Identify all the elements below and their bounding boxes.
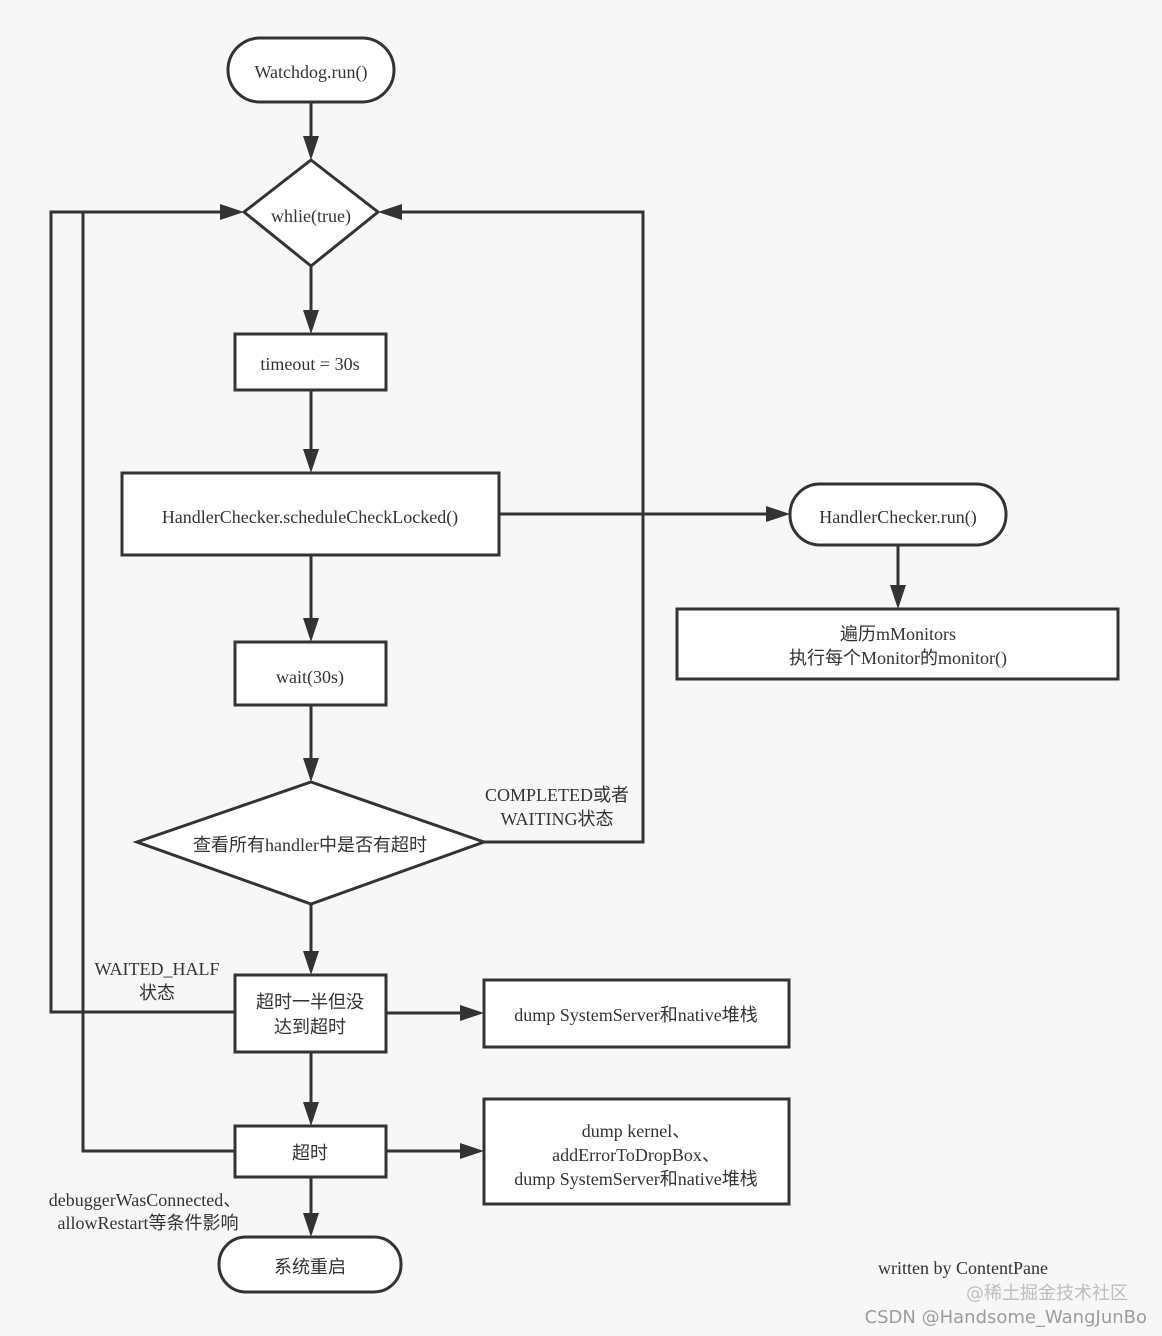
node-timeout: timeout = 30s bbox=[233, 332, 388, 392]
arrowheads bbox=[220, 136, 906, 1237]
node-label: 超时一半但没 bbox=[256, 992, 364, 1012]
node-label: 达到超时 bbox=[274, 1017, 346, 1037]
edge-half-loop bbox=[49, 210, 235, 1014]
arrowhead bbox=[890, 585, 906, 609]
arrowhead bbox=[303, 951, 319, 975]
edge-label-debugger: debuggerWasConnected、 allowRestart等条件影响 bbox=[49, 1190, 242, 1233]
node-label: 超时 bbox=[292, 1143, 328, 1163]
arrowhead bbox=[303, 1213, 319, 1237]
node-label: dump SystemServer和native堆栈 bbox=[514, 1169, 757, 1189]
node-wait: wait(30s) bbox=[233, 640, 388, 707]
edge-label: COMPLETED或者 bbox=[485, 785, 629, 805]
edge-label: debuggerWasConnected、 bbox=[49, 1190, 242, 1210]
edge-label: allowRestart等条件影响 bbox=[58, 1213, 239, 1233]
arrowhead bbox=[766, 506, 790, 522]
arrowhead bbox=[303, 310, 319, 334]
node-timeout-reached: 超时 bbox=[233, 1124, 388, 1179]
node-label: 执行每个Monitor的monitor() bbox=[789, 648, 1007, 669]
node-label: whlie(true) bbox=[271, 206, 351, 227]
node-label: wait(30s) bbox=[276, 667, 344, 688]
node-check-timeout: 查看所有handler中是否有超时 bbox=[132, 780, 489, 906]
node-label: dump kernel、 bbox=[582, 1121, 690, 1141]
node-dump-kernel: dump kernel、 addErrorToDropBox、 dump Sys… bbox=[482, 1097, 791, 1206]
edge-label-completed: COMPLETED或者 WAITING状态 bbox=[485, 785, 629, 829]
node-label: dump SystemServer和native堆栈 bbox=[514, 1005, 757, 1025]
edge-label: WAITING状态 bbox=[501, 809, 614, 829]
arrowhead bbox=[303, 136, 319, 160]
edge-check-completed-loop bbox=[396, 210, 645, 844]
node-monitors: 遍历mMonitors 执行每个Monitor的monitor() bbox=[675, 607, 1120, 681]
node-label: 查看所有handler中是否有超时 bbox=[193, 835, 427, 855]
node-label: HandlerChecker.scheduleCheckLocked() bbox=[162, 507, 458, 528]
node-half-timeout: 超时一半但没 达到超时 bbox=[233, 973, 388, 1054]
juejin-watermark: @稀土掘金技术社区 bbox=[966, 1283, 1128, 1304]
node-dump-systemserver: dump SystemServer和native堆栈 bbox=[482, 978, 791, 1049]
node-label: timeout = 30s bbox=[260, 354, 359, 374]
node-label: addErrorToDropBox、 bbox=[552, 1145, 720, 1165]
edge-label: WAITED_HALF bbox=[95, 959, 220, 979]
arrowhead bbox=[378, 204, 402, 220]
arrowhead bbox=[460, 1143, 484, 1159]
arrowhead bbox=[303, 449, 319, 473]
arrowhead bbox=[303, 1102, 319, 1126]
node-label: 系统重启 bbox=[274, 1257, 346, 1277]
arrowhead bbox=[220, 204, 244, 220]
node-watchdog-run: Watchdog.run() bbox=[226, 36, 396, 104]
node-handler-run: HandlerChecker.run() bbox=[788, 482, 1008, 547]
node-schedule-check: HandlerChecker.scheduleCheckLocked() bbox=[120, 471, 501, 557]
node-label: HandlerChecker.run() bbox=[819, 507, 976, 528]
edge-label: 状态 bbox=[139, 983, 175, 1003]
author-credit: written by ContentPane bbox=[878, 1258, 1048, 1278]
node-label: Watchdog.run() bbox=[254, 62, 367, 83]
edge-timeout-loop bbox=[81, 210, 235, 1153]
arrowhead bbox=[460, 1005, 484, 1021]
node-label: 遍历mMonitors bbox=[840, 624, 956, 644]
arrowhead bbox=[303, 758, 319, 782]
connectors bbox=[49, 102, 900, 1219]
arrowhead bbox=[303, 618, 319, 642]
csdn-watermark: CSDN @Handsome_WangJunBo bbox=[865, 1307, 1147, 1328]
node-while-true: whlie(true) bbox=[241, 158, 381, 268]
edge-label-waited-half: WAITED_HALF 状态 bbox=[95, 959, 220, 1003]
node-system-restart: 系统重启 bbox=[217, 1235, 403, 1294]
